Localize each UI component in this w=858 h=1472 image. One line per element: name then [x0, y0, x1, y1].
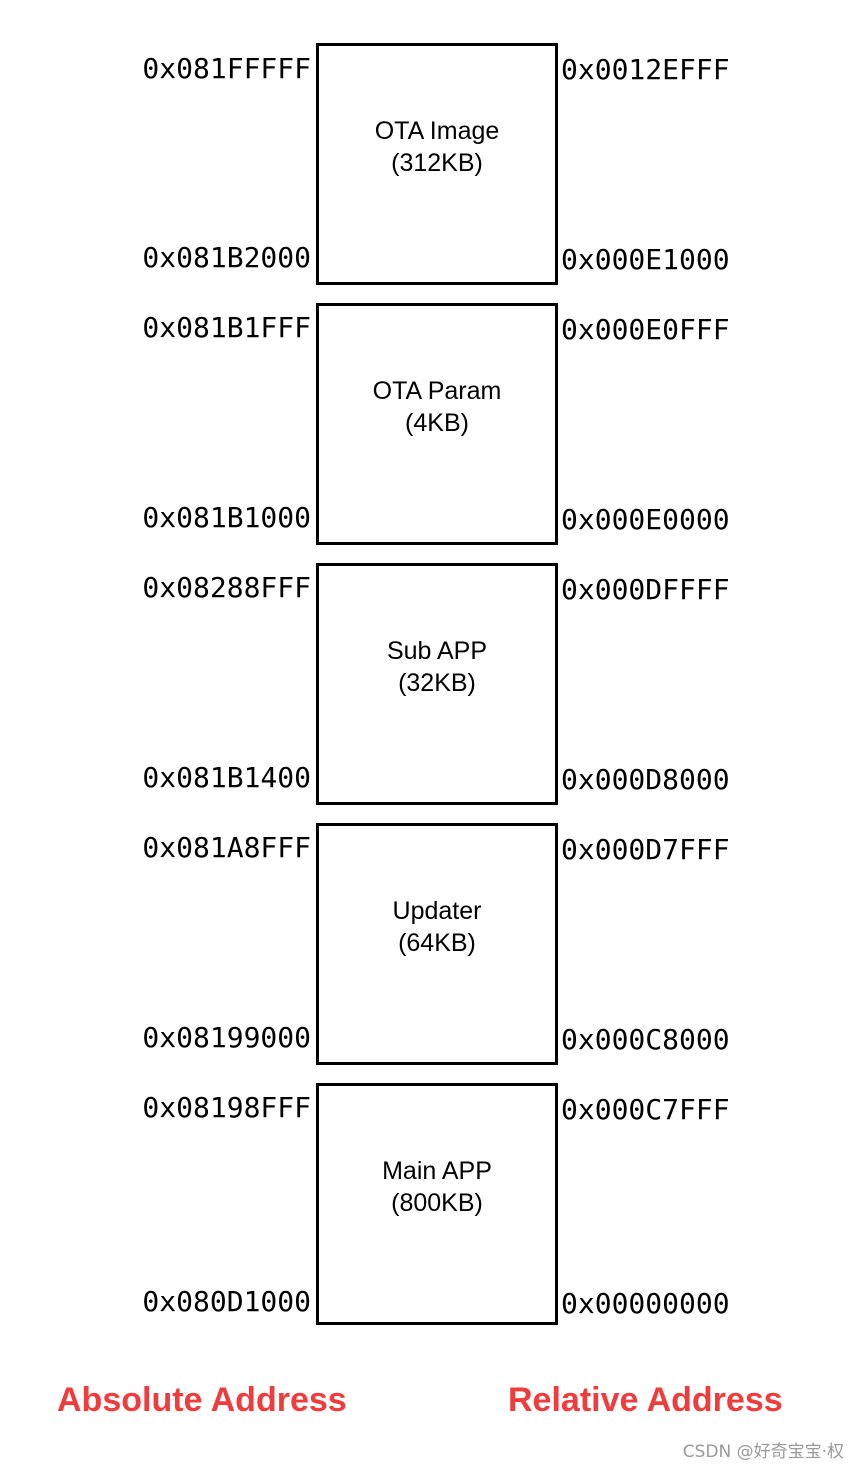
relative-address-top: 0x000DFFFF [561, 573, 730, 606]
relative-address-bottom: 0x000E1000 [561, 243, 730, 276]
memory-block-main-app: Main APP (800KB) [316, 1083, 558, 1325]
block-size: (32KB) [398, 669, 476, 697]
memory-block-sub-app: Sub APP (32KB) [316, 563, 558, 805]
absolute-address-top: 0x081FFFFF [142, 52, 311, 85]
relative-address-top: 0x000E0FFF [561, 313, 730, 346]
absolute-address-top: 0x081B1FFF [142, 311, 311, 344]
block-name: Main APP [382, 1157, 492, 1185]
relative-address-label: Relative Address [508, 1381, 783, 1419]
absolute-address-top: 0x08288FFF [142, 571, 311, 604]
relative-address-bottom: 0x000D8000 [561, 763, 730, 796]
block-size: (64KB) [398, 929, 476, 957]
memory-block-ota-image: OTA Image (312KB) [316, 43, 558, 285]
relative-address-top: 0x0012EFFF [561, 53, 730, 86]
memory-block-updater: Updater (64KB) [316, 823, 558, 1065]
relative-address-bottom: 0x000E0000 [561, 503, 730, 536]
absolute-address-bottom: 0x081B1400 [142, 761, 311, 794]
absolute-address-bottom: 0x081B1000 [142, 501, 311, 534]
block-name: Sub APP [386, 637, 488, 665]
block-name: Updater [392, 897, 482, 925]
absolute-address-bottom: 0x080D1000 [142, 1285, 311, 1318]
relative-address-top: 0x000D7FFF [561, 833, 730, 866]
absolute-address-top: 0x08198FFF [142, 1091, 311, 1124]
block-name: OTA Param [372, 377, 502, 405]
absolute-address-label: Absolute Address [57, 1381, 347, 1419]
block-size: (4KB) [405, 409, 469, 437]
relative-address-bottom: 0x00000000 [561, 1287, 730, 1320]
memory-block-ota-param: OTA Param (4KB) [316, 303, 558, 545]
watermark: CSDN @好奇宝宝·权 [682, 1442, 844, 1462]
relative-address-bottom: 0x000C8000 [561, 1023, 730, 1056]
absolute-address-top: 0x081A8FFF [142, 831, 311, 864]
absolute-address-bottom: 0x081B2000 [142, 241, 311, 274]
block-size: (312KB) [391, 149, 483, 177]
block-name: OTA Image [374, 117, 500, 145]
absolute-address-bottom: 0x08199000 [142, 1021, 311, 1054]
relative-address-top: 0x000C7FFF [561, 1093, 730, 1126]
block-size: (800KB) [391, 1189, 483, 1217]
